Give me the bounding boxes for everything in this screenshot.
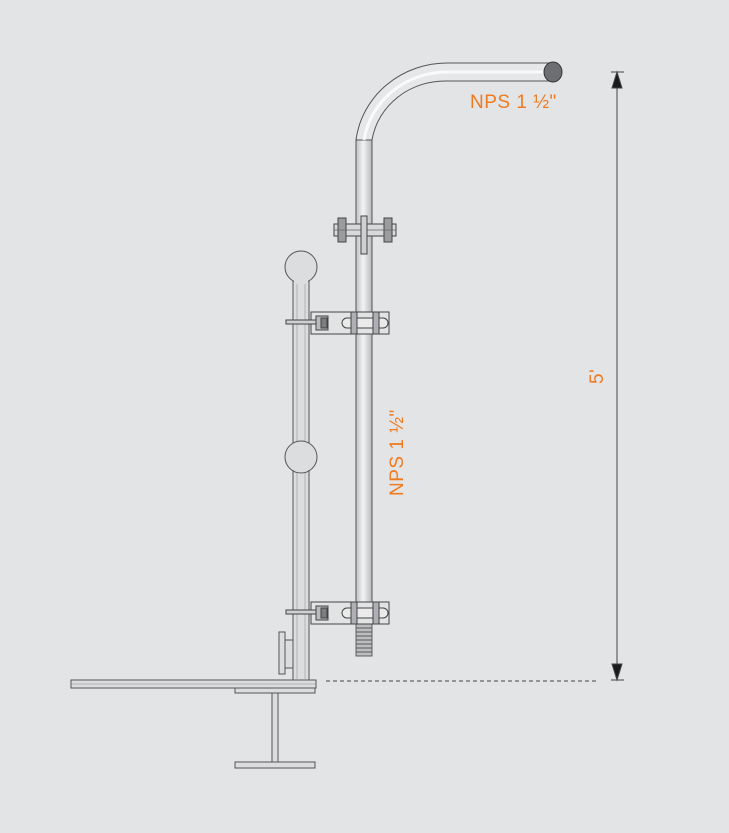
threaded-end	[355, 619, 373, 657]
toe-board-bracket	[278, 631, 294, 675]
arrow-down-icon	[611, 663, 623, 682]
pipe-clamp-top	[333, 215, 397, 255]
top-pipe-size-label: NPS 1 ½"	[470, 92, 557, 113]
guard-rail-post	[284, 250, 318, 681]
i-beam	[234, 687, 316, 769]
height-dimension-line	[611, 70, 624, 682]
grating-plate	[70, 679, 317, 689]
vertical-pipe-size-label: NPS 1 ½"	[387, 409, 408, 496]
height-dimension-label: 5'	[587, 369, 608, 384]
mounting-bracket-lower	[285, 601, 390, 625]
extension-pipe	[355, 61, 563, 657]
mounting-bracket-upper	[285, 311, 390, 335]
arrow-up-icon	[611, 70, 623, 89]
